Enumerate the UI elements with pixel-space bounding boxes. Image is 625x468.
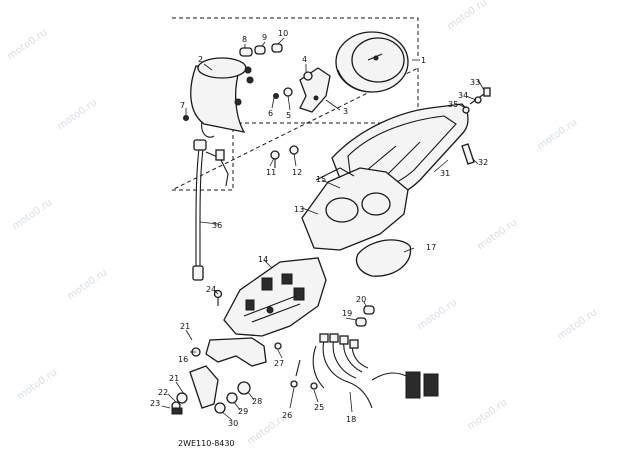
part-number-29: 29 xyxy=(238,407,248,416)
part-number-2: 2 xyxy=(198,55,203,64)
part-number-25: 25 xyxy=(314,403,324,412)
part-number-31: 31 xyxy=(440,169,450,178)
screws-part xyxy=(270,145,299,168)
part-number-36: 36 xyxy=(212,221,222,230)
part-number-8: 8 xyxy=(242,35,247,44)
meter-case-part xyxy=(183,57,254,138)
part-number-30: 30 xyxy=(228,419,238,428)
part-number-28: 28 xyxy=(252,397,262,406)
diagram-code: 2WE110-8430 xyxy=(178,439,235,448)
grommets-part xyxy=(214,381,251,414)
watermark: moto0.ru xyxy=(445,0,489,32)
watermark-layer: moto0.ru moto0.ru moto0.ru moto0.ru moto… xyxy=(5,0,599,447)
watermark: moto0.ru xyxy=(475,217,519,252)
part-number-20: 20 xyxy=(356,295,366,304)
part-labels: 1 2 3 4 5 6 7 8 9 10 11 12 13 14 15 16 1… xyxy=(150,29,488,428)
watermark: moto0.ru xyxy=(535,117,579,152)
gasket-part xyxy=(355,239,412,277)
watermark: moto0.ru xyxy=(555,307,599,342)
watermark: moto0.ru xyxy=(10,197,54,232)
part-number-34: 34 xyxy=(458,91,468,100)
watermark: moto0.ru xyxy=(465,397,509,432)
clip-part xyxy=(461,143,475,165)
misc-screws-part xyxy=(213,289,318,390)
part-number-35: 35 xyxy=(448,100,458,109)
part-number-24: 24 xyxy=(206,285,216,294)
part-number-27: 27 xyxy=(274,359,284,368)
part-number-18: 18 xyxy=(346,415,356,424)
part-number-14: 14 xyxy=(258,255,268,264)
watermark: moto0.ru xyxy=(5,27,49,62)
part-number-5: 5 xyxy=(286,111,291,120)
part-number-7: 7 xyxy=(180,101,185,110)
speedometer-part xyxy=(335,31,409,93)
watermark: moto0.ru xyxy=(15,367,59,402)
lower-bracket-part xyxy=(171,347,219,415)
part-number-32: 32 xyxy=(478,158,488,167)
part-number-1: 1 xyxy=(421,56,426,65)
part-number-23: 23 xyxy=(150,399,160,408)
indicator-panel-part xyxy=(223,257,327,337)
wire-harness-part xyxy=(295,333,439,409)
watermark: moto0.ru xyxy=(65,267,109,302)
part-number-17: 17 xyxy=(426,243,436,252)
part-number-9: 9 xyxy=(262,33,267,42)
watermark: moto0.ru xyxy=(55,97,99,132)
part-number-11: 11 xyxy=(266,168,276,177)
part-number-19: 19 xyxy=(342,309,352,318)
circuit-bracket-part xyxy=(205,337,267,367)
part-number-21a: 21 xyxy=(180,322,190,331)
part-number-6: 6 xyxy=(268,109,273,118)
meter-panel-part xyxy=(301,167,409,251)
part-number-10: 10 xyxy=(278,29,288,38)
part-number-33: 33 xyxy=(470,78,480,87)
part-number-26: 26 xyxy=(282,411,292,420)
part-number-21b: 21 xyxy=(169,374,179,383)
part-number-4: 4 xyxy=(302,55,307,64)
part-number-15: 15 xyxy=(316,175,326,184)
bulbs-small-part xyxy=(355,305,375,327)
meter-cable-part xyxy=(192,139,229,281)
bulb-sockets-part xyxy=(239,43,283,57)
bolt-set-part xyxy=(462,87,491,114)
watermark: moto0.ru xyxy=(415,297,459,332)
leader-lines xyxy=(161,37,485,421)
meter-bracket-part xyxy=(273,67,331,113)
part-number-22: 22 xyxy=(158,388,168,397)
part-number-12: 12 xyxy=(292,168,302,177)
part-number-3: 3 xyxy=(343,107,348,116)
part-number-13: 13 xyxy=(294,205,304,214)
part-number-16: 16 xyxy=(178,355,188,364)
